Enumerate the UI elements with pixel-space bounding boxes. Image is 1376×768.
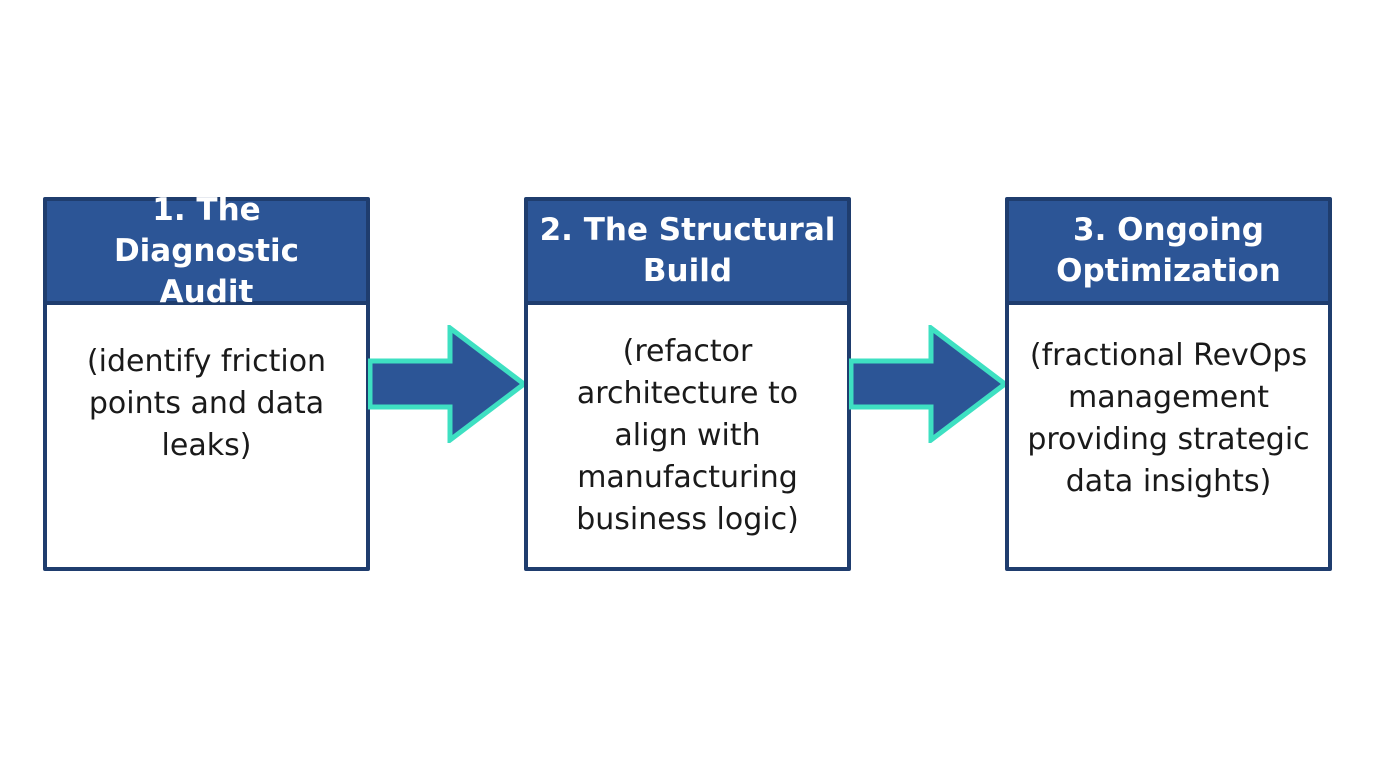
step-title-line-1: 1. The Diagnostic: [113, 191, 300, 269]
step-title-line-1: 2. The Structural: [539, 212, 836, 248]
step-title-line-2: Optimization: [1056, 253, 1281, 289]
step-card-structural-build: 2. The Structural Build (refactor archit…: [524, 197, 851, 571]
step-header: 1. The Diagnostic Audit: [47, 192, 366, 310]
step-title-line-2: Audit: [159, 273, 254, 310]
step-header: 2. The Structural Build: [528, 201, 847, 305]
right-arrow-icon: [849, 325, 1009, 443]
right-arrow-icon: [368, 325, 528, 443]
step-header: 3. Ongoing Optimization: [1009, 201, 1328, 305]
step-title-line-2: Build: [642, 253, 733, 289]
step-card-diagnostic-audit: 1. The Diagnostic Audit (identify fricti…: [43, 192, 370, 571]
step-description: (fractional RevOps management providing …: [1027, 338, 1310, 499]
step-card-ongoing-optimization: 3. Ongoing Optimization (fractional RevO…: [1005, 197, 1332, 571]
step-description: (refactor architecture to align with man…: [576, 334, 799, 537]
step-description: (identify friction points and data leaks…: [86, 344, 327, 463]
step-title-line-1: 3. Ongoing: [1073, 212, 1264, 248]
